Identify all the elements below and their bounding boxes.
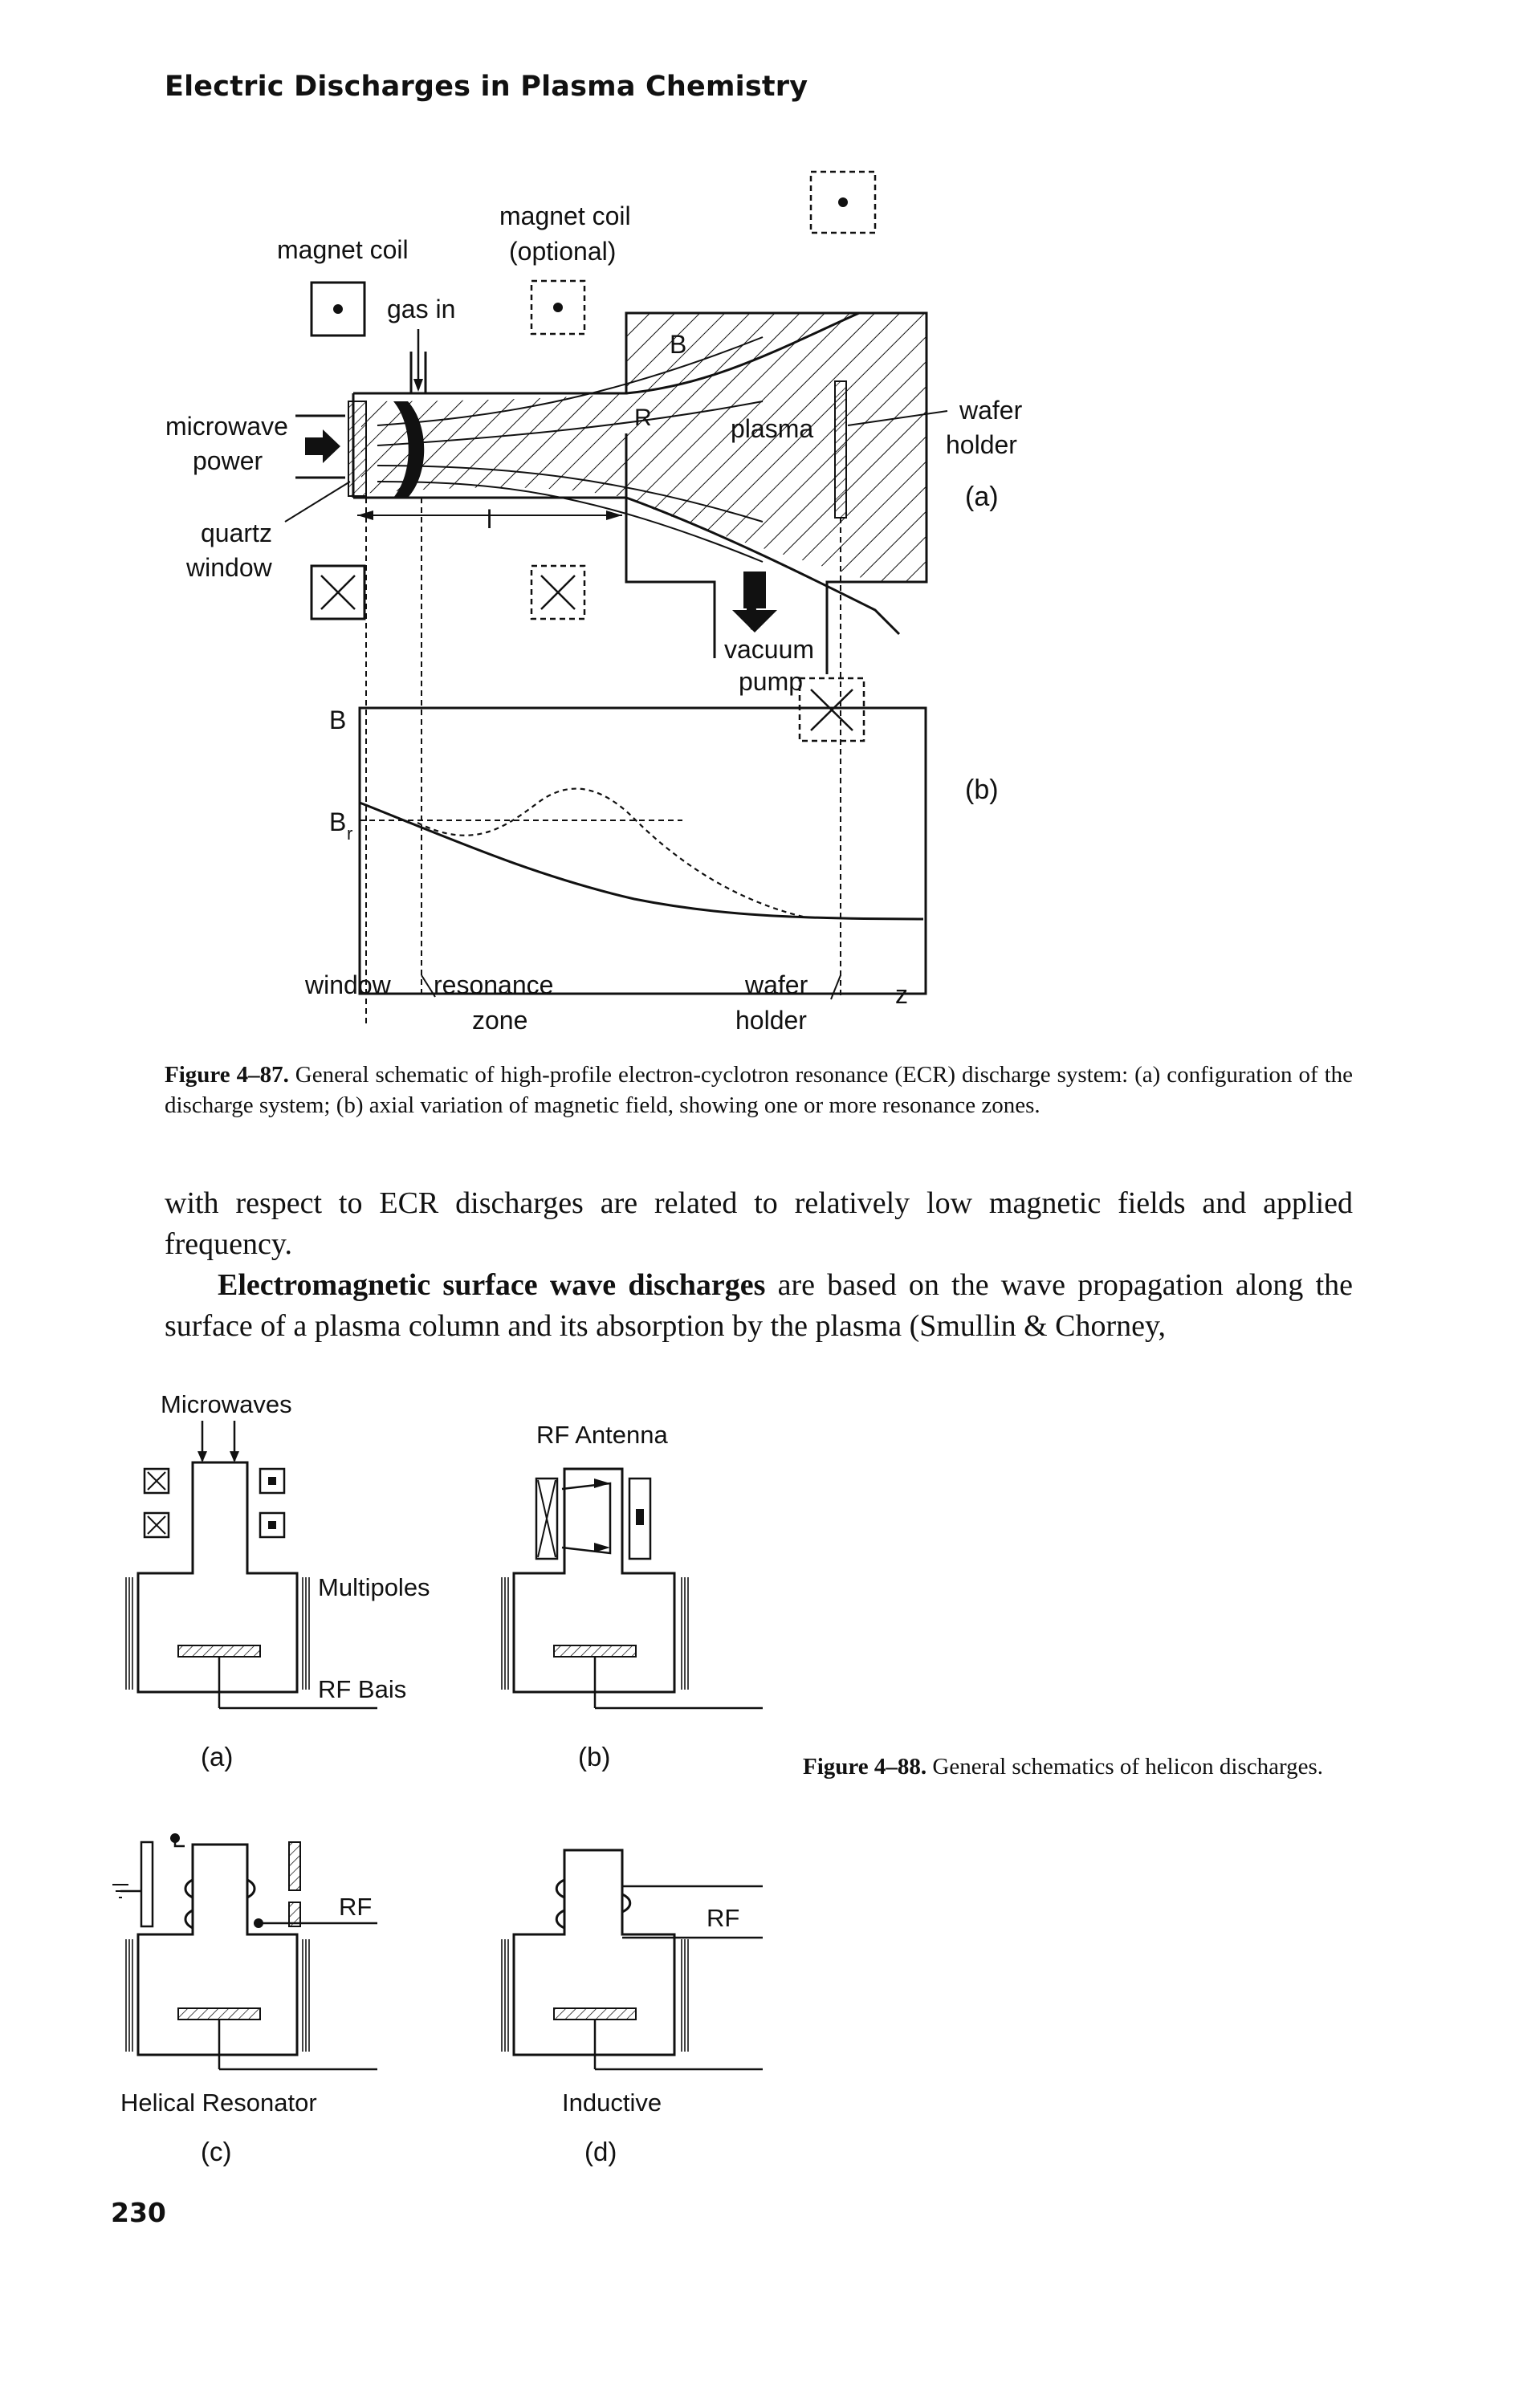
z-label: z bbox=[895, 980, 908, 1009]
resonance-label-2: zone bbox=[472, 1006, 527, 1035]
microwaves-label: Microwaves bbox=[161, 1390, 292, 1418]
figure-4-87: magnet coil magnet coil (optional) gas i… bbox=[165, 170, 1023, 1035]
panel-b-88: (b) bbox=[578, 1742, 610, 1771]
rf-c-label: RF bbox=[339, 1893, 372, 1921]
microwave-label-2: power bbox=[193, 446, 263, 475]
b-plot-frame bbox=[358, 706, 927, 995]
body-paragraph-2: Electromagnetic surface wave discharges … bbox=[165, 1265, 1353, 1347]
chamber-b bbox=[512, 1467, 676, 1694]
magnet-coil-box bbox=[310, 281, 366, 337]
body-text: with respect to ECR discharges are relat… bbox=[165, 1183, 1353, 1347]
gas-in-label: gas in bbox=[387, 295, 455, 323]
body-paragraph-1: with respect to ECR discharges are relat… bbox=[165, 1186, 1353, 1261]
plasma-label: plasma bbox=[731, 414, 813, 443]
b-top-label: B bbox=[670, 330, 686, 359]
vacuum-label: vacuum bbox=[724, 635, 814, 664]
magnet-coil-label: magnet coil bbox=[277, 235, 409, 264]
caption-4-88: Figure 4–88. General schematics of helic… bbox=[803, 1751, 1357, 1782]
microwave-label: microwave bbox=[165, 412, 288, 441]
wafer-holder-label: wafer bbox=[959, 396, 1023, 425]
l-label: l bbox=[487, 505, 492, 534]
page-number: 230 bbox=[111, 2197, 166, 2228]
wafer-holder-label-2: holder bbox=[946, 430, 1017, 459]
b-axis-label: B bbox=[329, 706, 346, 734]
quartz-label-2: window bbox=[185, 553, 273, 582]
caption-4-88-text: General schematics of helicon discharges… bbox=[932, 1754, 1324, 1780]
caption-4-88-label: Figure 4–88. bbox=[803, 1754, 927, 1780]
chamber-a bbox=[136, 1461, 299, 1694]
panel-c-88: (c) bbox=[201, 2137, 231, 2166]
body-paragraph-2-term: Electromagnetic surface wave discharges bbox=[218, 1268, 766, 1302]
microwave-arrow-icon bbox=[305, 429, 340, 463]
r-label: R bbox=[634, 405, 652, 431]
panel-a-88: (a) bbox=[201, 1742, 233, 1771]
chamber-c bbox=[136, 1843, 299, 2056]
optional-coil-label-2: (optional) bbox=[509, 237, 616, 266]
wafer-holder-plate bbox=[834, 380, 847, 519]
rf-d-label: RF bbox=[707, 1904, 739, 1932]
caption-4-87-label: Figure 4–87. bbox=[165, 1062, 289, 1088]
resonance-label: resonance bbox=[434, 970, 553, 999]
coil-box-top-right bbox=[809, 170, 877, 234]
wafer-label: wafer bbox=[744, 970, 808, 999]
figure-4-88: Microwaves Multipoles RF Bais (a) RF Ant… bbox=[112, 1390, 763, 2166]
body-paragraph-2-rest: are based on the wave propagation along … bbox=[165, 1268, 1353, 1343]
wafer-label-2: holder bbox=[735, 1006, 807, 1035]
quartz-window bbox=[348, 401, 367, 497]
coil-x-dashed-right bbox=[798, 677, 865, 742]
br-sub: r bbox=[347, 824, 352, 844]
optional-coil-label: magnet coil bbox=[499, 201, 631, 230]
b-field-curve bbox=[359, 801, 924, 921]
vacuum-label-2: pump bbox=[739, 667, 803, 696]
panel-a-label: (a) bbox=[965, 482, 999, 512]
coil-x-left bbox=[310, 564, 366, 620]
quartz-label: quartz bbox=[201, 519, 272, 547]
coil-x-optional bbox=[530, 564, 586, 620]
rf-antenna-label: RF Antenna bbox=[536, 1421, 668, 1449]
helical-label: Helical Resonator bbox=[120, 2089, 317, 2117]
multipoles-label: Multipoles bbox=[318, 1573, 430, 1601]
optional-coil-box bbox=[530, 279, 586, 336]
panel-b-label: (b) bbox=[965, 775, 999, 805]
caption-4-87-text: General schematic of high-profile electr… bbox=[165, 1062, 1354, 1118]
caption-4-87: Figure 4–87. General schematic of high-p… bbox=[165, 1060, 1353, 1121]
panel-d-88: (d) bbox=[584, 2137, 617, 2166]
window-label: window bbox=[304, 970, 392, 999]
chamber-d bbox=[512, 1849, 676, 2056]
rf-bais-label: RF Bais bbox=[318, 1675, 406, 1703]
plasma-region bbox=[361, 313, 926, 582]
running-header: Electric Discharges in Plasma Chemistry bbox=[165, 71, 808, 103]
inductive-label: Inductive bbox=[562, 2089, 662, 2117]
br-label: B bbox=[329, 807, 346, 836]
